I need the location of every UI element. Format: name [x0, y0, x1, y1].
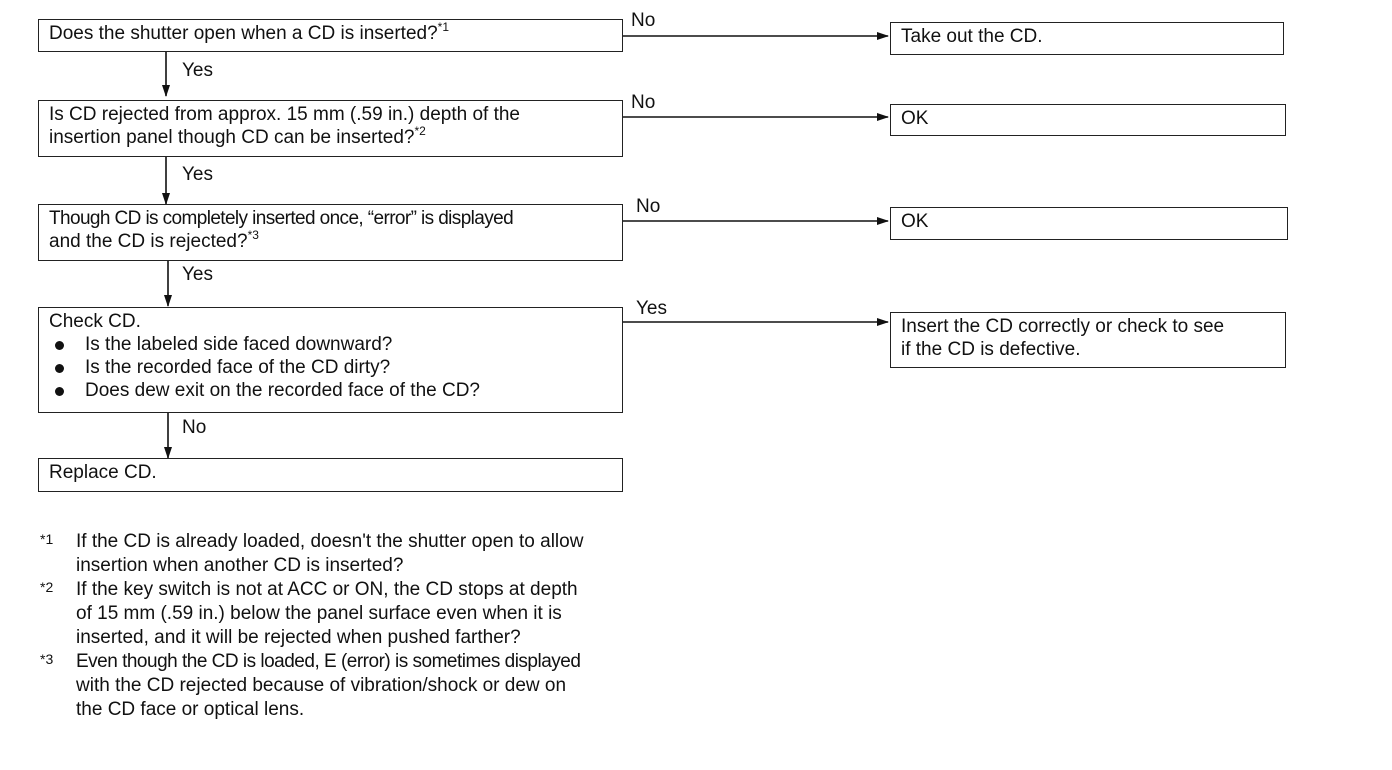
footnotes: *1 If the CD is already loaded, doesn't … [40, 530, 680, 722]
footnote-mark: *2 [40, 579, 54, 595]
result-ok-2: OK [890, 207, 1288, 240]
step-shutter-open: Does the shutter open when a CD is inser… [38, 19, 623, 52]
step-replace-cd-text: Replace CD. [49, 462, 157, 483]
step-replace-cd: Replace CD. [38, 458, 623, 492]
result-insert-correctly: Insert the CD correctly or check to see … [890, 312, 1286, 368]
footnote-ref-1: *1 [437, 20, 450, 34]
result-take-out-cd: Take out the CD. [890, 22, 1284, 55]
footnote-2: *2 If the key switch is not at ACC or ON… [40, 578, 680, 650]
bullet-icon [55, 387, 64, 396]
result-ok-1: OK [890, 104, 1286, 136]
edge-label-q3-no: No [636, 196, 661, 217]
step-check-cd-title: Check CD. [49, 311, 141, 332]
step-error-displayed-line1: Though CD is completely inserted once, “… [49, 208, 514, 229]
footnote-ref-2: *2 [414, 124, 426, 138]
footnote-mark: *3 [40, 651, 54, 667]
check-cd-item: Is the recorded face of the CD dirty? [49, 356, 612, 379]
edge-label-q1-yes: Yes [182, 60, 213, 81]
step-cd-rejected-15mm-line1: Is CD rejected from approx. 15 mm (.59 i… [49, 104, 520, 125]
bullet-icon [55, 341, 64, 350]
edge-label-q3-yes: Yes [182, 264, 213, 285]
step-shutter-open-text: Does the shutter open when a CD is inser… [49, 23, 438, 44]
footnote-mark: *1 [40, 531, 54, 547]
check-cd-item: Is the labeled side faced downward? [49, 333, 612, 356]
footnote-3: *3 Even though the CD is loaded, E (erro… [40, 650, 680, 722]
step-error-displayed-line2: and the CD is rejected? [49, 231, 248, 252]
step-cd-rejected-15mm: Is CD rejected from approx. 15 mm (.59 i… [38, 100, 623, 157]
check-cd-list: Is the labeled side faced downward? Is t… [49, 333, 612, 402]
edge-label-q2-yes: Yes [182, 164, 213, 185]
step-error-displayed: Though CD is completely inserted once, “… [38, 204, 623, 261]
edge-label-q4-yes: Yes [636, 298, 667, 319]
bullet-icon [55, 364, 64, 373]
step-check-cd: Check CD. Is the labeled side faced down… [38, 307, 623, 413]
edge-label-q4-no: No [182, 417, 207, 438]
step-cd-rejected-15mm-line2: insertion panel though CD can be inserte… [49, 127, 415, 148]
footnote-ref-3: *3 [247, 228, 259, 242]
edge-label-q2-no: No [631, 92, 656, 113]
check-cd-item: Does dew exit on the recorded face of th… [49, 379, 612, 402]
edge-label-q1-no: No [631, 10, 656, 31]
footnote-1: *1 If the CD is already loaded, doesn't … [40, 530, 680, 578]
